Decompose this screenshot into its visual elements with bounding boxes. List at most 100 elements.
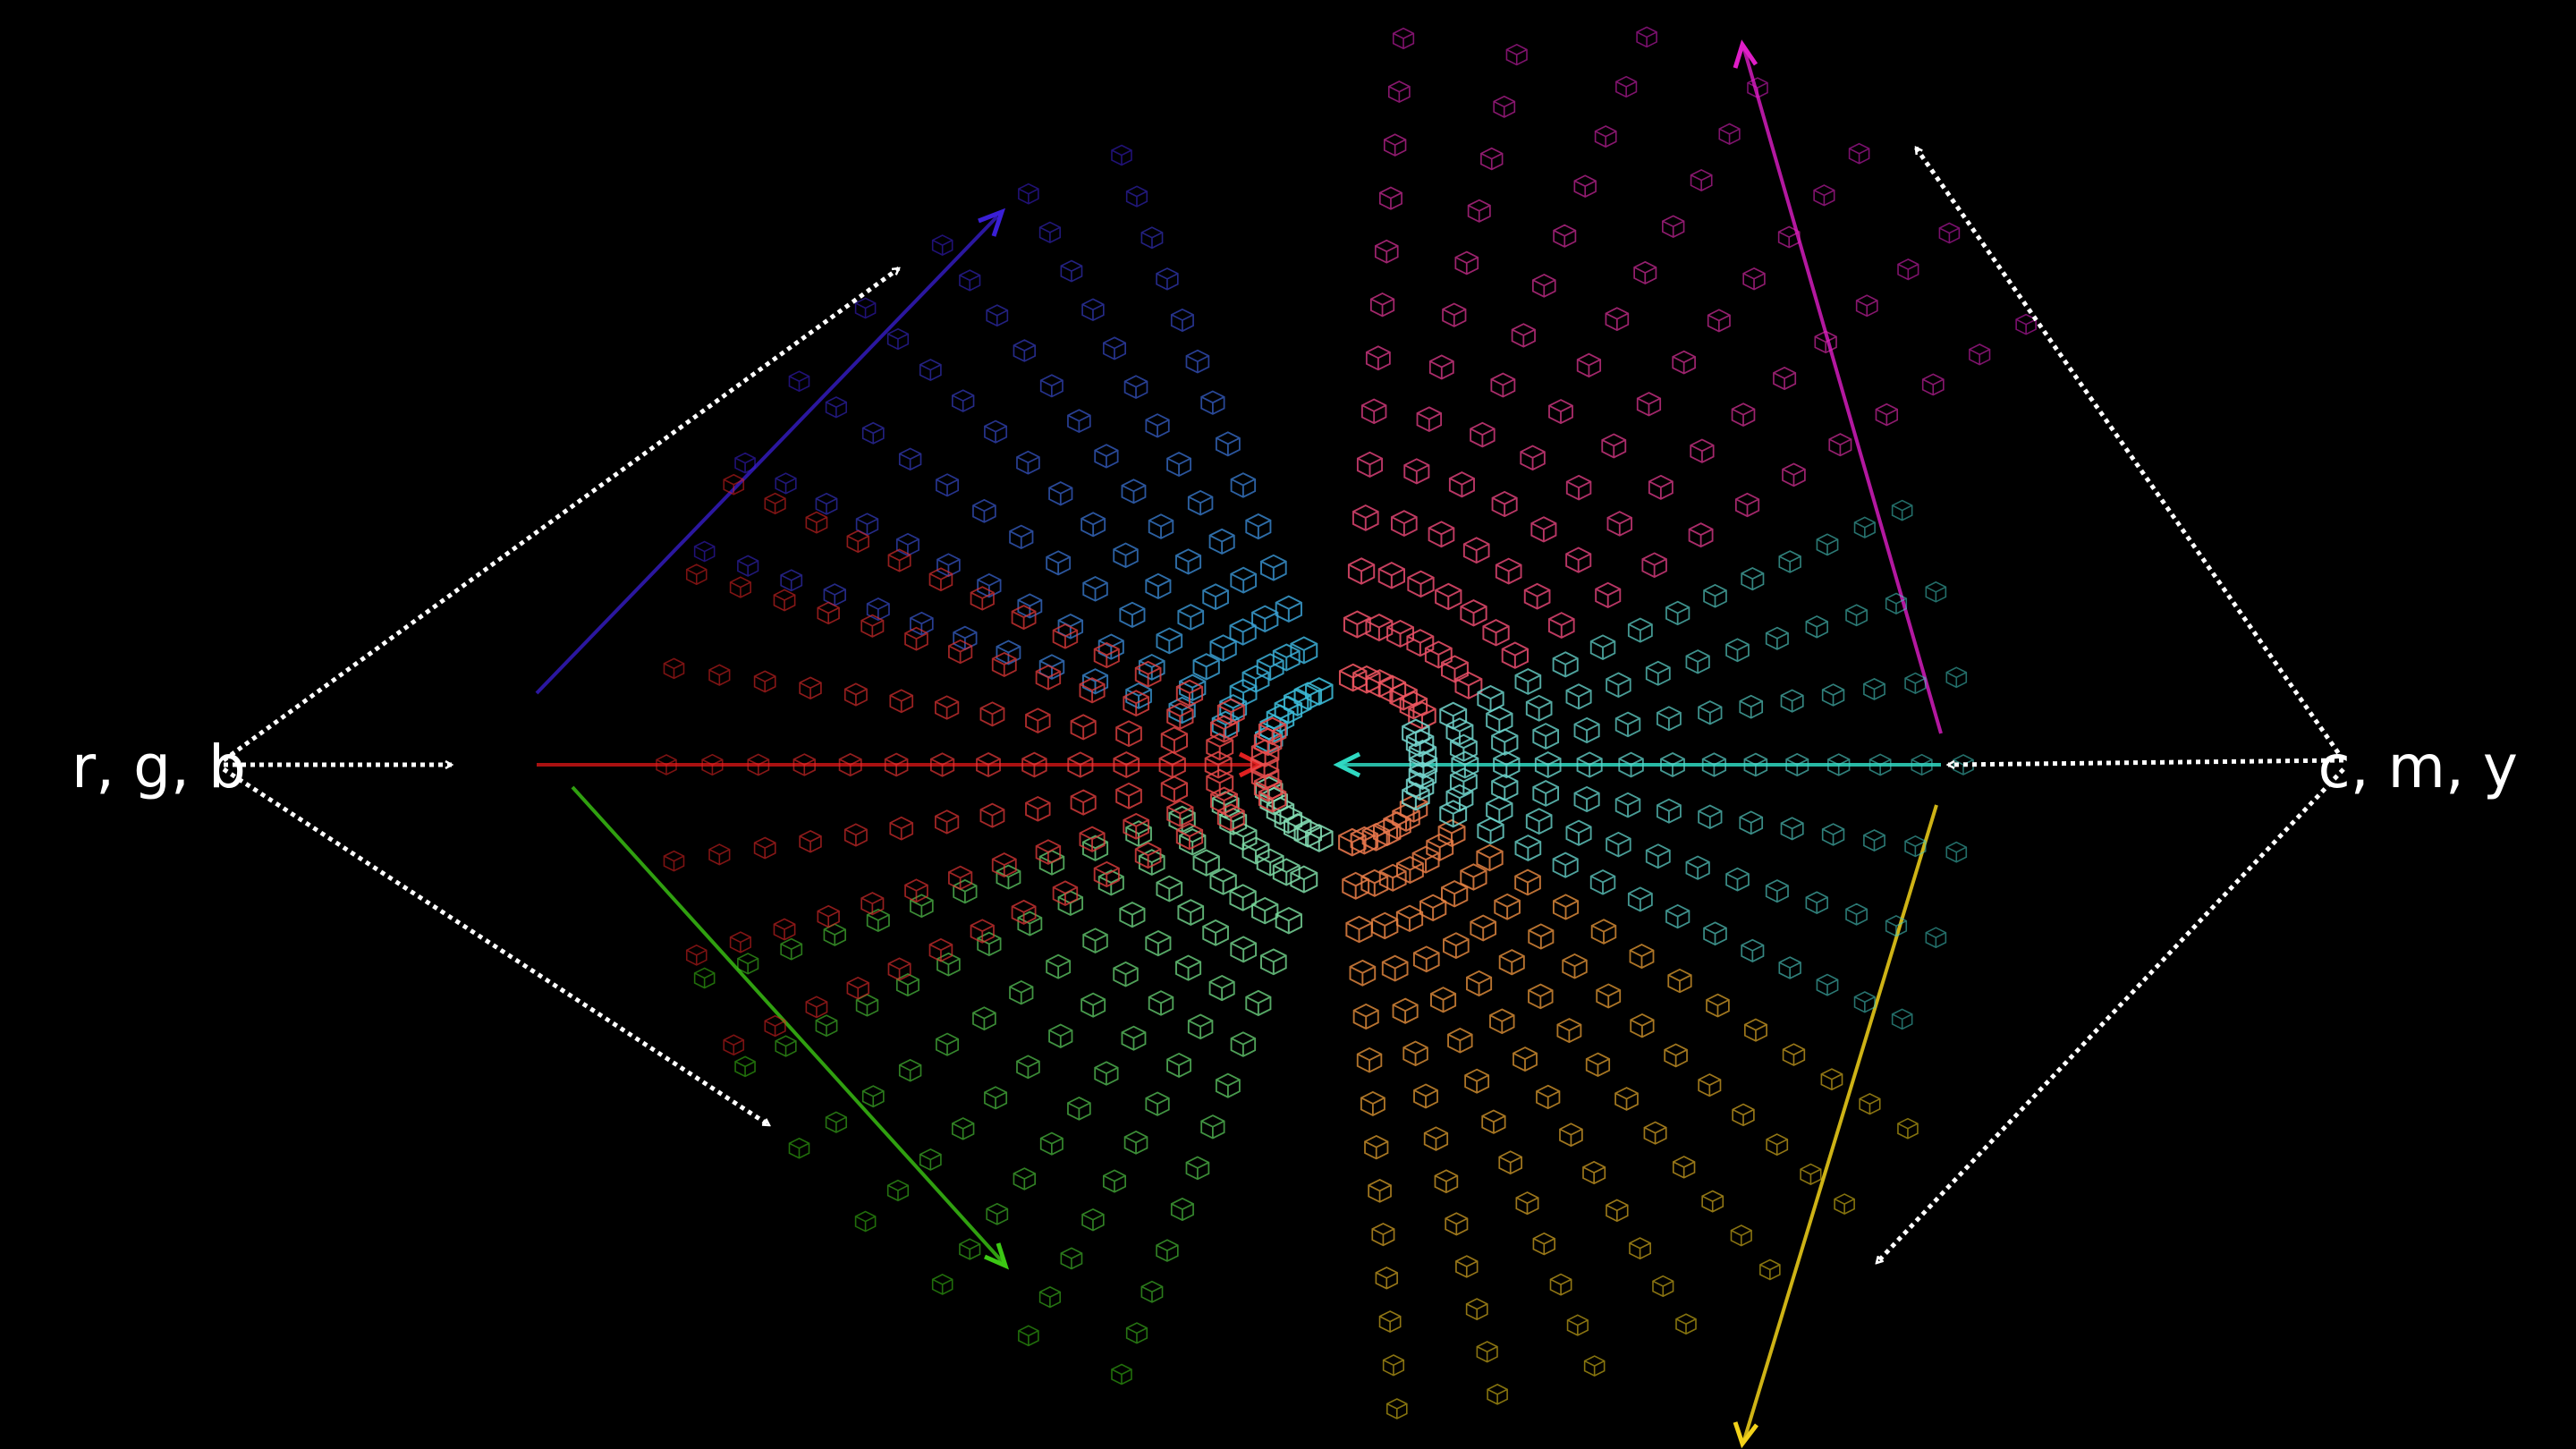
- cube-red-4-13: [708, 664, 731, 686]
- cube-green-0-10: [1170, 1197, 1194, 1222]
- cyan-axis-arrowhead: [1333, 751, 1361, 778]
- cube-blue-4-13: [959, 269, 981, 292]
- cube-yellow-4-6: [1447, 1027, 1473, 1054]
- cube-red-4-5: [1070, 714, 1097, 741]
- cube-yellow-6-7: [1360, 1090, 1385, 1116]
- cube-cyan-6-3: [1477, 817, 1504, 845]
- cube-yellow-3-14: [1675, 1313, 1697, 1335]
- cube-red-3-7: [976, 751, 1001, 778]
- cube-magenta-0-10: [1378, 186, 1402, 210]
- cube-yellow-4-12: [1549, 1273, 1572, 1296]
- cube-green-0-14: [1111, 1363, 1132, 1385]
- cube-magenta-3-2: [1406, 629, 1435, 657]
- cube-cyan-0-13: [1853, 516, 1876, 538]
- cube-green-6-12: [780, 937, 803, 961]
- cube-green-2-4: [1202, 919, 1229, 946]
- cube-red-6-1: [1258, 716, 1287, 746]
- cube-green-4-6: [1082, 928, 1108, 953]
- cube-green-1-9: [1123, 1130, 1148, 1155]
- cube-yellow-0-14: [1897, 1117, 1919, 1140]
- cube-cyan-5-11: [1805, 891, 1828, 914]
- cube-blue-3-7: [1080, 512, 1106, 538]
- cube-green-6-9: [910, 894, 934, 919]
- cube-blue-6-5: [1245, 513, 1272, 540]
- cube-red-0-8: [970, 919, 995, 944]
- cube-cyan-2-14: [1945, 666, 1968, 689]
- cube-green-5-11: [855, 994, 879, 1017]
- cube-cyan-2-11: [1821, 683, 1845, 707]
- cube-cyan-4-14: [1945, 841, 1968, 863]
- cube-blue-6-12: [1140, 226, 1164, 250]
- cube-magenta-2-4: [1428, 521, 1455, 548]
- cube-yellow-2-5: [1498, 949, 1525, 976]
- cube-red-6-6: [1052, 623, 1079, 649]
- cube-red-1-6: [1035, 839, 1062, 865]
- yellow-axis: [1742, 804, 1938, 1441]
- cube-blue-0-9: [910, 611, 934, 636]
- cube-cyan-1-14: [1925, 580, 1947, 603]
- cube-cyan-0-9: [1703, 583, 1727, 608]
- cube-red-6-12: [805, 511, 828, 534]
- cube-green-1-8: [1145, 1091, 1170, 1116]
- cube-blue-3-9: [1016, 450, 1040, 475]
- cube-cyan-5-14: [1925, 927, 1947, 949]
- cube-yellow-3-7: [1513, 1046, 1538, 1072]
- cube-yellow-0-12: [1820, 1068, 1843, 1091]
- cube-blue-6-10: [1170, 308, 1194, 333]
- cube-magenta-0-13: [1392, 27, 1415, 50]
- cube-cyan-4-4: [1532, 780, 1560, 807]
- cube-red-4-3: [1160, 726, 1189, 754]
- cube-red-6-4: [1134, 660, 1162, 688]
- cube-yellow-2-7: [1556, 1018, 1582, 1044]
- cube-red-4-6: [1025, 708, 1051, 733]
- cube-yellow-4-10: [1515, 1191, 1539, 1216]
- cube-blue-4-4: [1202, 583, 1229, 611]
- cube-red-0-10: [887, 957, 911, 981]
- cube-blue-3-14: [854, 297, 877, 319]
- cube-cyan-2-5: [1573, 716, 1600, 744]
- cube-blue-6-4: [1260, 554, 1287, 581]
- cube-blue-5-6: [1187, 489, 1214, 516]
- cube-yellow-4-3: [1395, 904, 1424, 933]
- cube-yellow-2-8: [1585, 1052, 1611, 1078]
- cube-green-3-10: [984, 1086, 1008, 1110]
- cube-blue-6-8: [1200, 390, 1225, 415]
- cube-blue-4-3: [1229, 618, 1257, 646]
- cube-cyan-0-7: [1627, 617, 1653, 643]
- cube-cyan-2-6: [1614, 711, 1641, 738]
- cube-red-0-5: [1093, 860, 1120, 888]
- cube-magenta-5-14: [1938, 222, 1961, 244]
- cube-red-6-9: [928, 567, 953, 592]
- cube-magenta-1-4: [1391, 510, 1418, 538]
- cube-magenta-2-6: [1470, 421, 1496, 448]
- cube-yellow-2-13: [1730, 1224, 1752, 1247]
- cube-red-3-12: [747, 753, 770, 776]
- cube-magenta-0-11: [1383, 133, 1407, 157]
- cube-green-4-13: [825, 1111, 847, 1133]
- cube-cyan-6-11: [1778, 956, 1801, 979]
- cube-red-4-10: [843, 682, 868, 707]
- cube-blue-3-4: [1177, 603, 1205, 631]
- cube-magenta-2-8: [1511, 323, 1536, 348]
- cube-blue-5-2: [1272, 643, 1301, 672]
- cube-cyan-0-5: [1552, 651, 1579, 678]
- cube-red-4-12: [753, 670, 776, 693]
- cube-magenta-1-11: [1480, 147, 1504, 171]
- cube-red-4-7: [979, 701, 1005, 727]
- cube-blue-4-9: [1067, 409, 1091, 434]
- cube-red-2-4: [1115, 782, 1142, 809]
- cube-green-5-7: [1017, 911, 1043, 936]
- cube-red-4-8: [935, 695, 960, 720]
- cube-blue-2-7: [1046, 550, 1072, 576]
- cube-cyan-5-12: [1845, 902, 1868, 926]
- cube-cyan-3-4: [1534, 751, 1562, 778]
- cube-cyan-6-5: [1552, 852, 1579, 878]
- cube-green-2-10: [1039, 1131, 1063, 1156]
- cube-magenta-2-12: [1594, 125, 1617, 148]
- cube-yellow-0-4: [1514, 869, 1541, 896]
- cube-magenta-6-3: [1501, 641, 1529, 669]
- cube-cyan-4-7: [1657, 798, 1682, 824]
- green-axis: [571, 785, 1004, 1263]
- cube-cyan-0-10: [1741, 567, 1765, 591]
- cube-yellow-1-4: [1494, 893, 1521, 920]
